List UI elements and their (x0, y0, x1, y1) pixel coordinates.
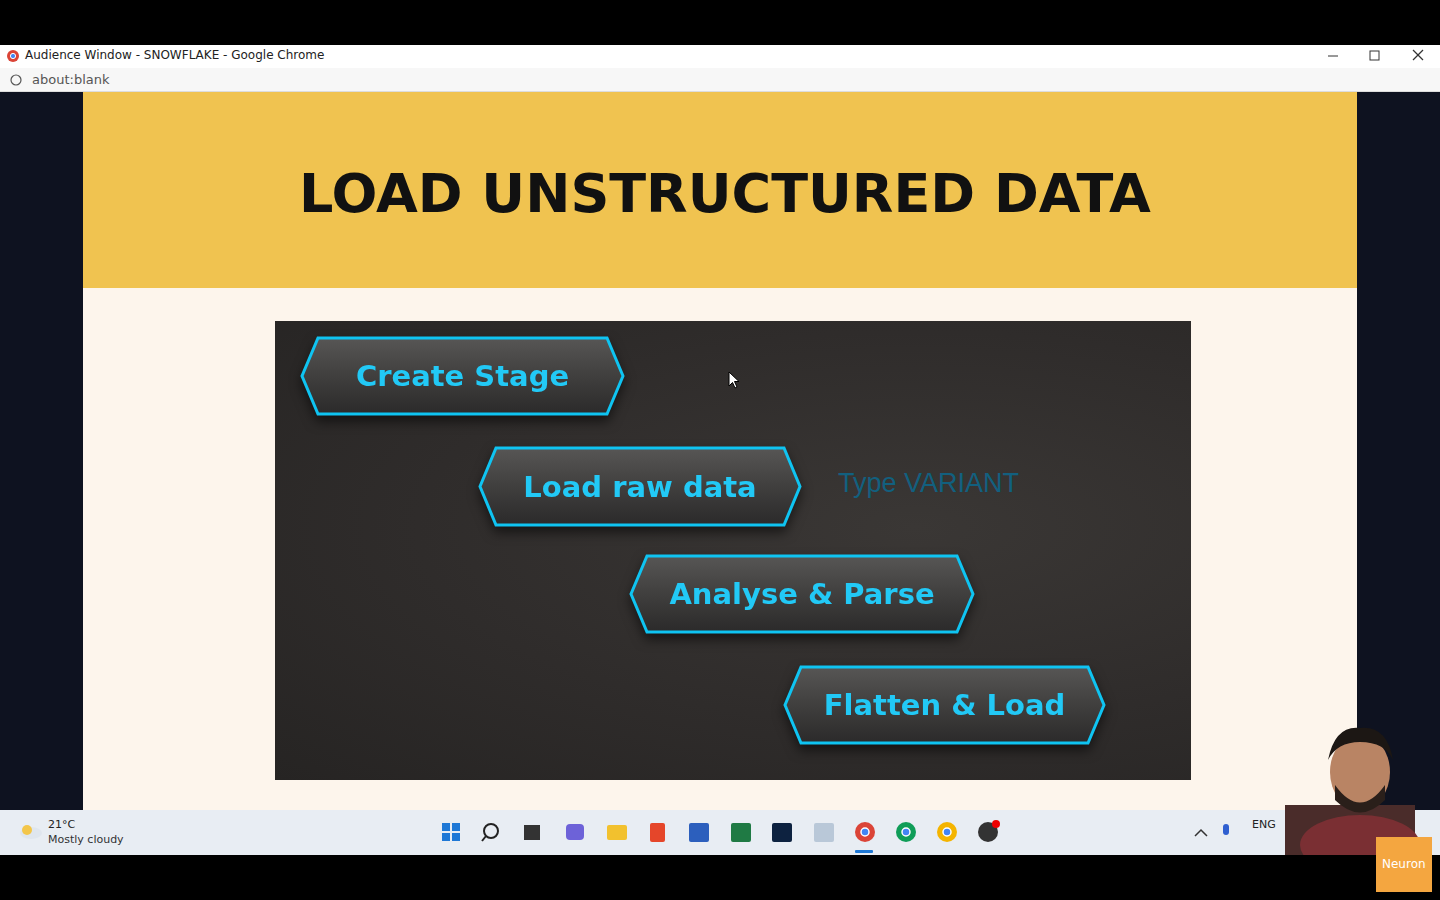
hexagon-shape (785, 667, 1104, 743)
mouse-cursor (728, 371, 742, 391)
step-label: Create Stage (356, 359, 569, 393)
logo-text: Neuron (1382, 857, 1426, 871)
step-label: Load raw data (523, 470, 756, 504)
bottom-black-bar (0, 855, 1440, 900)
weather-text: Mostly cloudy (48, 833, 124, 846)
window-title: Audience Window - SNOWFLAKE - Google Chr… (25, 48, 324, 62)
step-hexagon: Create Stage (300, 336, 625, 416)
top-black-bar (0, 0, 1440, 45)
hexagon-shape (631, 556, 973, 632)
presenter-webcam (1245, 720, 1440, 855)
language-indicator: ENG (1252, 818, 1276, 831)
slide-title: LOAD UNSTRUCTURED DATA (299, 162, 1151, 225)
weather-temp: 21°C (48, 818, 75, 831)
type-note: Type VARIANT (838, 468, 1019, 499)
step-hexagon: Flatten & Load (783, 665, 1106, 745)
step-hexagon: Load raw data (478, 446, 802, 527)
hexagon-shape (480, 448, 800, 525)
address-bar (0, 68, 1440, 92)
hexagon-shape (302, 338, 623, 414)
taskbar-icons (0, 810, 1440, 855)
url-text: about:blank (32, 72, 110, 87)
step-label: Analyse & Parse (669, 577, 934, 611)
step-label: Flatten & Load (824, 688, 1066, 722)
step-hexagon: Analyse & Parse (629, 554, 975, 634)
